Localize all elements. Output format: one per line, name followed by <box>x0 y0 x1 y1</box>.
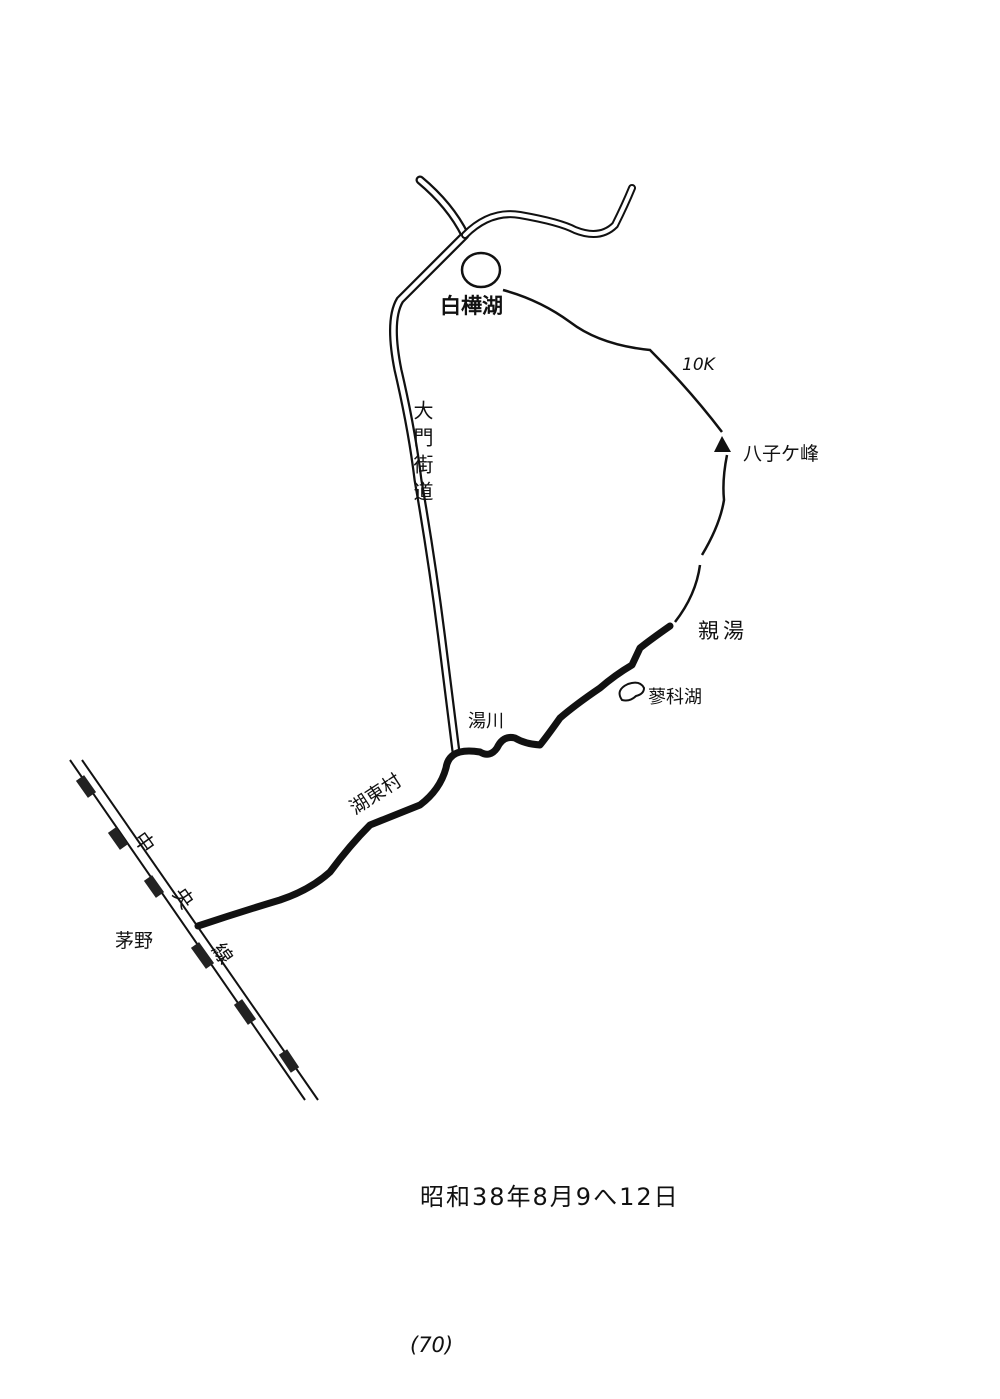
hiking-trail-south <box>674 454 729 623</box>
river-upper <box>461 184 636 239</box>
label-peak: 八子ケ峰 <box>743 443 819 465</box>
label-distance: 10K <box>682 355 717 375</box>
label-road: 大門街道 <box>410 400 434 508</box>
page-number: (70) <box>410 1333 453 1357</box>
walking-route <box>194 622 674 930</box>
label-shirakaba-lake: 白樺湖 <box>440 294 503 318</box>
hiking-trail <box>502 288 723 433</box>
caption-date: 昭和38年8月9へ12日 <box>420 1183 680 1211</box>
label-shinyu: 親湯 <box>698 619 748 643</box>
railway-chuo-line <box>69 759 319 1101</box>
label-railway: 中央線 <box>129 827 266 1008</box>
label-yukawa: 湯川 <box>468 711 504 732</box>
shirakaba-lake <box>460 251 502 289</box>
peak-triangle-icon <box>714 436 731 452</box>
road-daimon-kaido <box>388 175 470 757</box>
label-chino: 茅野 <box>115 930 153 952</box>
label-tateshina-lake: 蓼科湖 <box>648 687 702 708</box>
tateshina-lake <box>618 681 646 702</box>
